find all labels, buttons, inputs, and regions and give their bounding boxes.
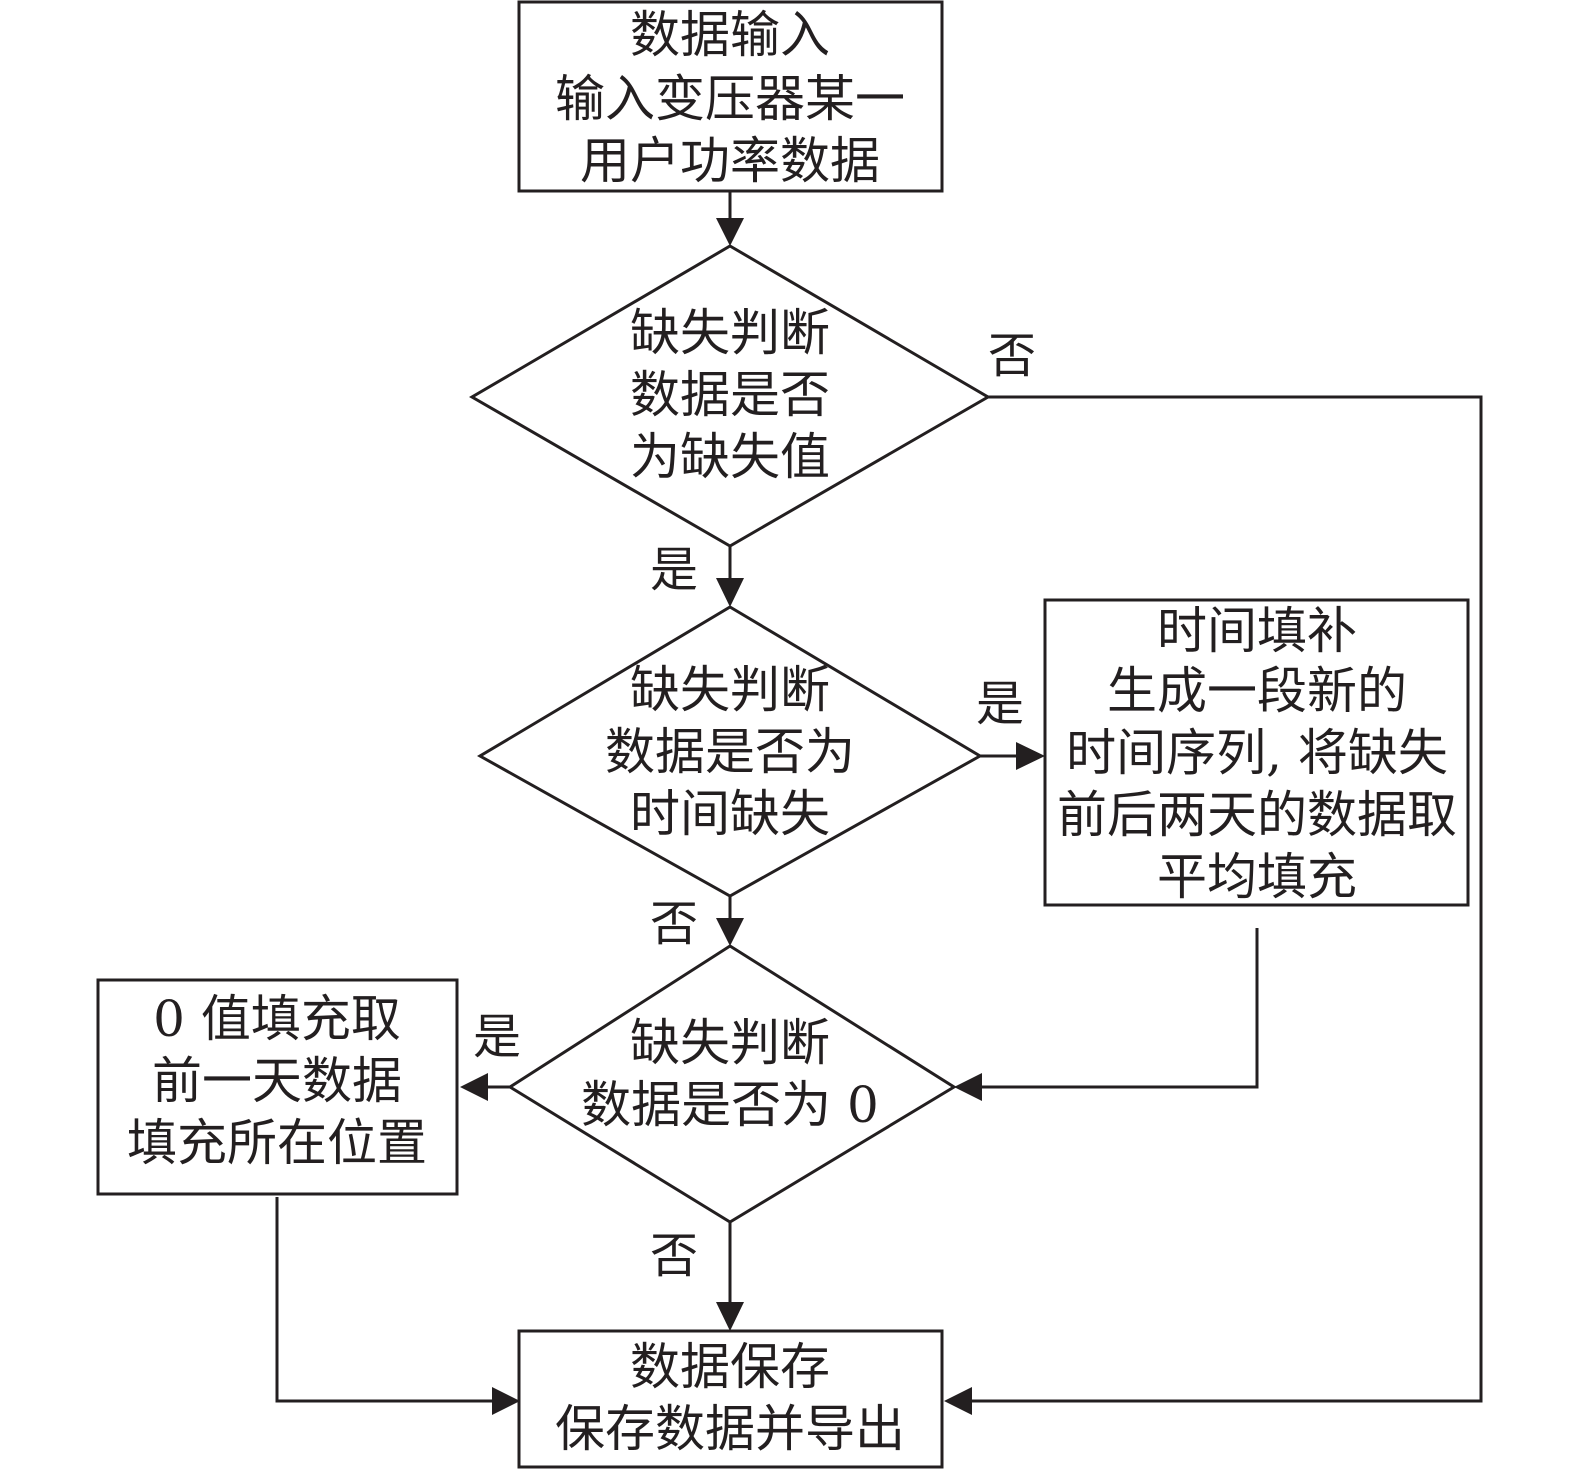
input-box-text: 数据输入 输入变压器某一 用户功率数据 <box>555 6 905 190</box>
node-line: 前一天数据 <box>152 1052 402 1110</box>
input-box <box>517 0 944 193</box>
edge-missing-no-to-save <box>972 395 1483 1403</box>
edge-label-zero-no: 否 <box>650 1228 698 1284</box>
edge-label-zero-yes: 是 <box>473 1009 521 1065</box>
time-fill-text: 时间填补 生成一段新的 时间序列, 将缺失 前后两天的数据取 平均填充 <box>1057 602 1457 906</box>
node-line: 缺失判断 <box>630 661 830 719</box>
edge-label-time-yes: 是 <box>976 676 1024 732</box>
node-line: 数据输入 <box>630 6 830 64</box>
decision-missing-text: 缺失判断 数据是否 为缺失值 <box>630 304 830 486</box>
arrowhead <box>492 1387 520 1415</box>
edge-label-time-no: 否 <box>650 896 698 952</box>
arrowhead <box>944 1387 972 1415</box>
node-line: 时间序列, 将缺失 <box>1066 724 1448 782</box>
zero-fill-box <box>96 978 459 1196</box>
node-line: 时间填补 <box>1157 602 1357 660</box>
node-line: 平均填充 <box>1157 848 1357 906</box>
node-line: 数据保存 <box>630 1338 830 1396</box>
zero-fill-text: 0 值填充取 前一天数据 填充所在位置 <box>127 990 427 1172</box>
arrowhead <box>716 218 744 246</box>
arrowhead <box>954 1073 982 1101</box>
node-line: 前后两天的数据取 <box>1057 786 1457 844</box>
node-line: 时间缺失 <box>630 785 830 843</box>
node-line: 数据是否为 0 <box>581 1076 879 1134</box>
save-box-text: 数据保存 保存数据并导出 <box>555 1338 905 1458</box>
node-line: 数据是否为 <box>605 723 855 781</box>
decision-missing-diamond <box>469 244 991 548</box>
edge-zerofill-to-save <box>275 1197 492 1403</box>
decision-time-diamond <box>477 605 983 898</box>
node-line: 输入变压器某一 <box>555 70 905 128</box>
arrowhead <box>716 918 744 946</box>
node-line: 数据是否 <box>630 366 830 424</box>
decision-zero-text: 缺失判断 数据是否为 0 <box>581 1014 879 1134</box>
edge-timefill-to-zero <box>982 928 1259 1089</box>
node-line: 缺失判断 <box>630 1014 830 1072</box>
arrowhead <box>1016 742 1045 770</box>
edge-label-missing-yes: 是 <box>650 542 698 598</box>
node-line: 保存数据并导出 <box>555 1400 905 1458</box>
arrowhead <box>716 1302 744 1331</box>
arrowhead <box>460 1073 488 1101</box>
node-line: 生成一段新的 <box>1107 662 1407 720</box>
node-line: 为缺失值 <box>630 428 830 486</box>
save-box <box>517 1329 944 1469</box>
edge-label-missing-no: 否 <box>988 328 1036 384</box>
node-line: 用户功率数据 <box>580 132 880 190</box>
node-line: 0 值填充取 <box>153 990 401 1048</box>
arrowhead <box>716 578 744 607</box>
decision-time-text: 缺失判断 数据是否为 时间缺失 <box>605 661 855 843</box>
node-line: 填充所在位置 <box>127 1114 427 1172</box>
connectors <box>275 191 1483 1415</box>
time-fill-box <box>1043 598 1470 907</box>
node-line: 缺失判断 <box>630 304 830 362</box>
decision-zero-diamond <box>507 944 957 1224</box>
